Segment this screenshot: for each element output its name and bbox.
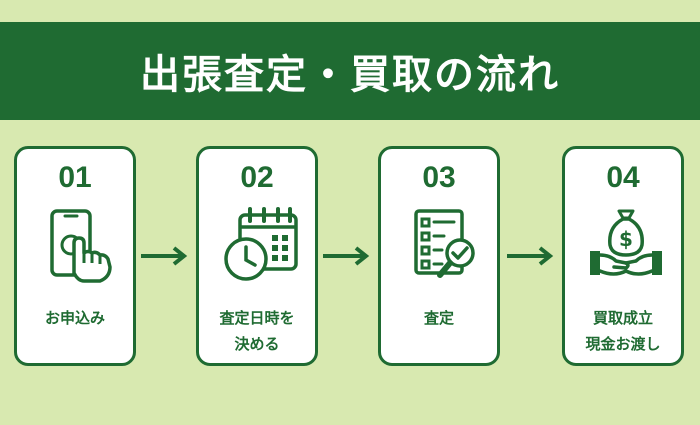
calendar-clock-icon [224, 207, 298, 281]
step-label-line: 買取成立 [592, 309, 653, 327]
step-label-line: 査定日時を [219, 309, 295, 327]
step-number: 03 [422, 161, 456, 194]
step-label-line: お申込み [44, 309, 105, 327]
step-number: 01 [58, 161, 92, 194]
arrow-right-icon [323, 246, 370, 266]
step-card-2: 02 査定日時を 決める [196, 146, 318, 366]
arrow-right-icon [507, 246, 554, 266]
checklist-magnifier-icon [414, 209, 475, 278]
step-number: 04 [606, 161, 640, 194]
title-banner: 出張査定・買取の流れ [0, 22, 700, 120]
step-label-line: 査定 [423, 309, 454, 327]
step-card-3: 03 査定 [378, 146, 500, 366]
step-label: 買取成立 現金お渡し [565, 305, 681, 357]
svg-text:$: $ [619, 227, 633, 251]
step-card-4: 04 $ 買取成立 現金お渡し [562, 146, 684, 366]
step-label: 査定日時を 決める [199, 305, 315, 357]
page-title: 出張査定・買取の流れ [140, 52, 560, 98]
arrow-right-icon [141, 246, 188, 266]
tablet-touch-icon [50, 209, 112, 283]
step-card-1: 01 お申込み [14, 146, 136, 366]
money-bag-hands-icon: $ [590, 209, 662, 276]
step-label: お申込み [17, 305, 133, 331]
step-label: 査定 [381, 305, 497, 331]
step-label-line: 決める [234, 335, 280, 353]
step-label-line: 現金お渡し [585, 335, 661, 353]
step-number: 02 [240, 161, 274, 194]
